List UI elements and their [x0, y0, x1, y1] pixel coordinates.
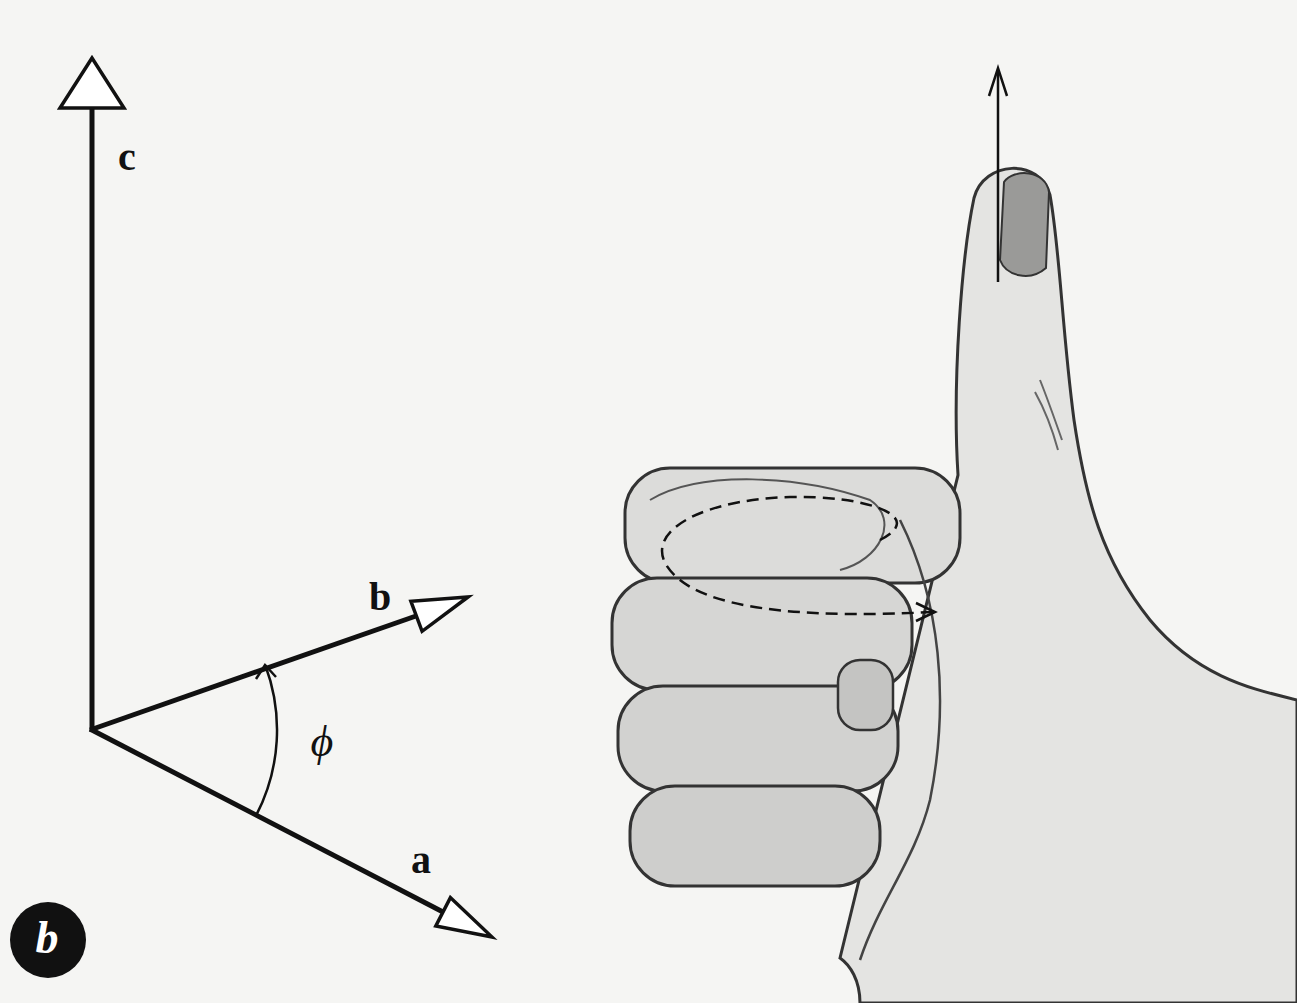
angle-label: ϕ	[311, 720, 334, 764]
vector-label: b	[369, 577, 391, 617]
vector-label: a	[411, 840, 431, 880]
vector-label: c	[118, 137, 136, 177]
hand-drawing	[612, 168, 1297, 1003]
hollow-arrowheads	[60, 58, 492, 937]
panel-badge	[10, 902, 86, 978]
vector-axes	[90, 108, 443, 912]
angle-arc	[256, 665, 277, 815]
panel-label: b	[36, 915, 59, 961]
rotation-arrows	[662, 68, 1007, 621]
